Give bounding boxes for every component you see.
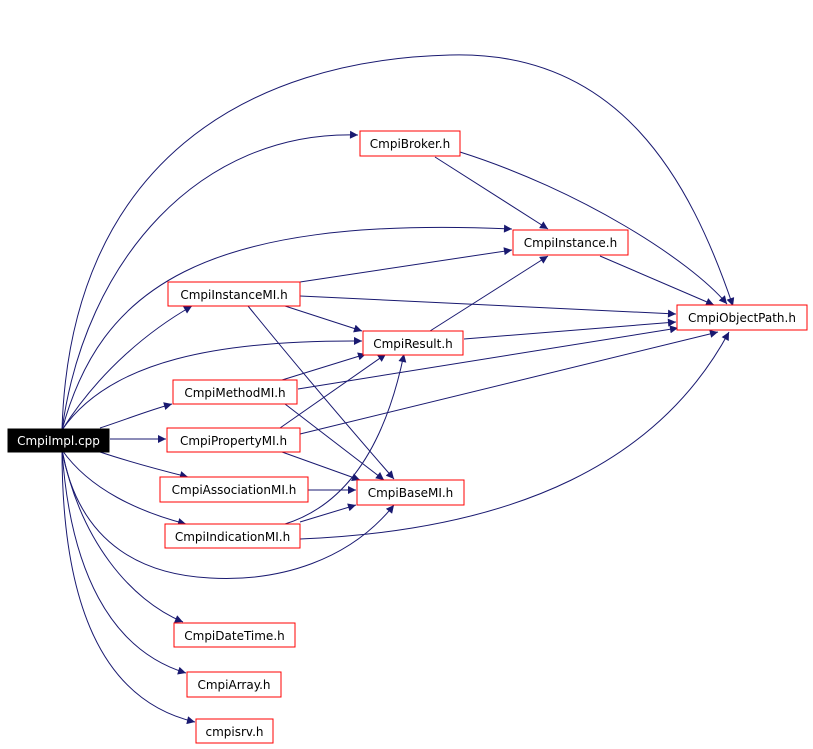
- node-cmpiinstancemi-h[interactable]: CmpiInstanceMI.h: [167, 281, 301, 307]
- edge-cmpiimpl-to-cmpisrv: [61, 449, 196, 725]
- node-label: CmpiResult.h: [373, 337, 453, 351]
- edge-cmpiimpl-to-cmpiassociationmi: [99, 451, 189, 479]
- edge-cmpiimpl-to-cmpiinstancemi: [61, 305, 193, 431]
- edge-cmpipropertymi-to-cmpiobjectpath: [299, 330, 719, 435]
- node-cmpiresult-h[interactable]: CmpiResult.h: [362, 330, 464, 356]
- edge-cmpipropertymi-to-cmpibasemi: [281, 451, 361, 482]
- node-cmpiarray-h[interactable]: CmpiArray.h: [186, 671, 282, 698]
- edge-cmpiimpl-to-cmpimethodmi: [99, 402, 173, 429]
- edge-cmpiimpl-to-cmpibasemi: [61, 449, 395, 579]
- edge-cmpimethodmi-to-cmpibasemi: [284, 403, 385, 481]
- node-cmpibroker-h[interactable]: CmpiBroker.h: [359, 130, 461, 157]
- edges: [61, 54, 735, 725]
- edge-cmpiresult-to-cmpiinstance: [429, 255, 549, 332]
- node-label: CmpiAssociationMI.h: [172, 483, 297, 497]
- edge-cmpibroker-to-cmpiinstance: [434, 156, 549, 230]
- node-cmpiobjectpath-h[interactable]: CmpiObjectPath.h: [676, 304, 808, 331]
- edge-cmpiinstance-to-cmpiobjectpath: [599, 255, 715, 306]
- edge-cmpiresult-to-cmpiobjectpath: [463, 318, 677, 340]
- node-label: CmpiInstanceMI.h: [180, 288, 287, 302]
- node-cmpiassociationmi-h[interactable]: CmpiAssociationMI.h: [159, 476, 309, 503]
- edge-cmpiimpl-to-cmpiindicationmi: [61, 449, 187, 526]
- node-label: CmpiPropertyMI.h: [180, 434, 287, 448]
- node-label: CmpiImpl.cpp: [17, 434, 100, 448]
- node-label: CmpiBroker.h: [370, 137, 450, 151]
- edge-cmpiimpl-to-cmpiresult: [61, 336, 363, 431]
- node-label: CmpiMethodMI.h: [184, 386, 285, 400]
- edge-cmpibroker-to-cmpiobjectpath: [459, 151, 728, 305]
- node-label: CmpiArray.h: [197, 678, 270, 692]
- edge-cmpiinstancemi-to-cmpiresult: [284, 305, 363, 333]
- node-cmpidatetime-h[interactable]: CmpiDateTime.h: [173, 622, 296, 648]
- edge-cmpiindicationmi-to-cmpibasemi: [299, 503, 357, 523]
- node-label: CmpiIndicationMI.h: [175, 530, 290, 544]
- edge-cmpimethodmi-to-cmpiobjectpath: [297, 325, 679, 390]
- edge-cmpiimpl-to-cmpidatetime: [61, 449, 184, 623]
- edge-cmpiimpl-to-cmpibroker: [61, 130, 359, 431]
- edge-cmpiinstancemi-to-cmpibasemi: [247, 305, 395, 480]
- node-cmpiinstance-h[interactable]: CmpiInstance.h: [512, 229, 629, 256]
- node-label: CmpiBaseMI.h: [368, 486, 454, 500]
- edge-cmpiindicationmi-to-cmpiobjectpath: [299, 331, 730, 540]
- edge-cmpimethodmi-to-cmpiresult: [281, 352, 367, 381]
- edge-cmpiinstancemi-to-cmpiinstance: [299, 247, 513, 283]
- node-label: CmpiInstance.h: [524, 236, 617, 250]
- edge-cmpiimpl-to-cmpiarray: [61, 449, 187, 675]
- node-cmpiindicationmi-h[interactable]: CmpiIndicationMI.h: [164, 523, 301, 549]
- node-cmpimethodmi-h[interactable]: CmpiMethodMI.h: [172, 379, 298, 405]
- node-cmpiimpl-cpp[interactable]: CmpiImpl.cpp: [7, 428, 110, 453]
- edge-cmpiinstancemi-to-cmpiobjectpath: [299, 295, 677, 318]
- node-label: cmpisrv.h: [205, 725, 263, 739]
- edge-cmpiimpl-to-cmpiobjectpath: [61, 54, 735, 431]
- edge-cmpipropertymi-to-cmpiresult: [279, 353, 387, 429]
- node-cmpisrv-h[interactable]: cmpisrv.h: [195, 718, 274, 744]
- node-cmpipropertymi-h[interactable]: CmpiPropertyMI.h: [166, 427, 301, 453]
- node-label: CmpiDateTime.h: [184, 629, 285, 643]
- node-cmpibasemi-h[interactable]: CmpiBaseMI.h: [356, 479, 465, 506]
- nodes: CmpiImpl.cpp CmpiBroker.h CmpiInstance.h…: [7, 130, 808, 744]
- node-label: CmpiObjectPath.h: [688, 311, 796, 325]
- edge-cmpiimpl-to-cmpiinstance: [61, 224, 513, 431]
- edge-cmpiindicationmi-to-cmpiresult: [284, 353, 407, 525]
